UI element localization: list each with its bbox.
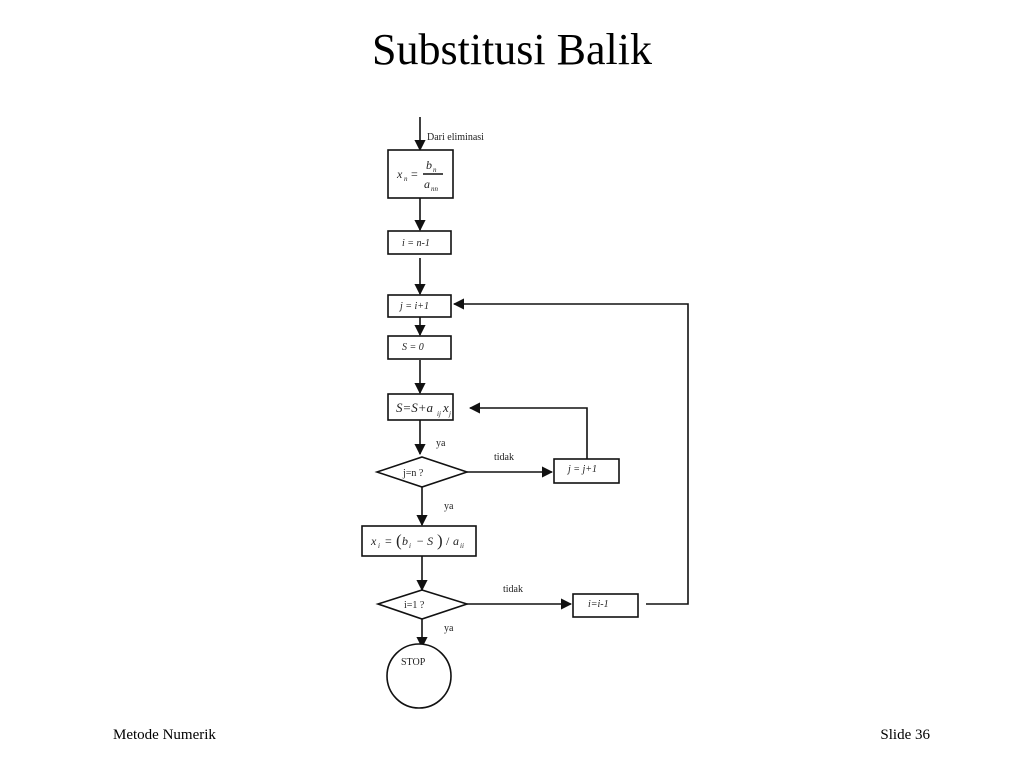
svg-text:ii: ii xyxy=(460,542,464,550)
label-yes-3: ya xyxy=(444,623,454,634)
svg-text:(: ( xyxy=(396,531,402,550)
svg-text:x: x xyxy=(370,534,377,548)
terminal-stop: STOP xyxy=(386,643,452,709)
label-no-2: tidak xyxy=(503,584,523,595)
xn-num-sub: n xyxy=(433,166,437,174)
footer-slide-number: Slide 36 xyxy=(880,727,930,743)
svg-text:ij: ij xyxy=(437,410,441,418)
svg-text:STOP: STOP xyxy=(401,657,426,668)
svg-text:j=n ?: j=n ? xyxy=(402,468,424,479)
xn-num: b xyxy=(426,158,432,172)
svg-text:j: j xyxy=(448,410,451,418)
svg-text:/: / xyxy=(446,534,450,548)
box-j-increment: j = j+1 xyxy=(553,458,620,484)
svg-text:a: a xyxy=(453,534,459,548)
xn-lhs: x xyxy=(396,167,403,181)
xn-den: a xyxy=(424,177,430,191)
footer-course-name: Metode Numerik xyxy=(113,727,216,743)
svg-text:i=1 ?: i=1 ? xyxy=(404,600,425,611)
box-i-init: i = n-1 xyxy=(387,230,452,255)
xn-eq: = xyxy=(411,167,418,181)
box-xn-formula: x n = b n a nn xyxy=(387,149,454,199)
svg-text:x: x xyxy=(442,400,449,415)
svg-text:b: b xyxy=(402,534,408,548)
svg-text:=: = xyxy=(385,534,392,548)
svg-text:i = n-1: i = n-1 xyxy=(402,238,430,249)
decision-j-equals-n: j=n ? xyxy=(374,456,470,488)
svg-text:S = 0: S = 0 xyxy=(402,342,424,353)
loop-arrow-j xyxy=(468,402,588,459)
xn-lhs-sub: n xyxy=(404,175,408,183)
xn-den-sub: nn xyxy=(431,185,439,193)
box-i-decrement: i=i-1 xyxy=(572,593,639,618)
svg-text:i=i-1: i=i-1 xyxy=(588,599,609,610)
box-s-init: S = 0 xyxy=(387,335,452,360)
svg-text:j = j+1: j = j+1 xyxy=(566,464,597,475)
svg-text:i: i xyxy=(378,542,380,550)
box-sum: S=S+a ij x j xyxy=(387,393,454,421)
label-yes-1: ya xyxy=(436,438,446,449)
svg-text:− S: − S xyxy=(416,534,433,548)
box-j-init: j = i+1 xyxy=(387,294,452,318)
slide-title: Substitusi Balik xyxy=(372,25,652,74)
box-xi-formula: x i = ( b i − S ) / a ii xyxy=(361,525,477,557)
svg-text:S=S+a: S=S+a xyxy=(396,400,434,415)
entry-label: Dari eliminasi xyxy=(427,132,484,143)
label-no-1: tidak xyxy=(494,452,514,463)
loop-arrow-i xyxy=(452,298,689,605)
svg-text:j = i+1: j = i+1 xyxy=(398,301,429,312)
decision-i-equals-1: i=1 ? xyxy=(375,589,470,620)
svg-text:): ) xyxy=(437,531,443,550)
label-yes-2: ya xyxy=(444,501,454,512)
svg-text:i: i xyxy=(409,542,411,550)
